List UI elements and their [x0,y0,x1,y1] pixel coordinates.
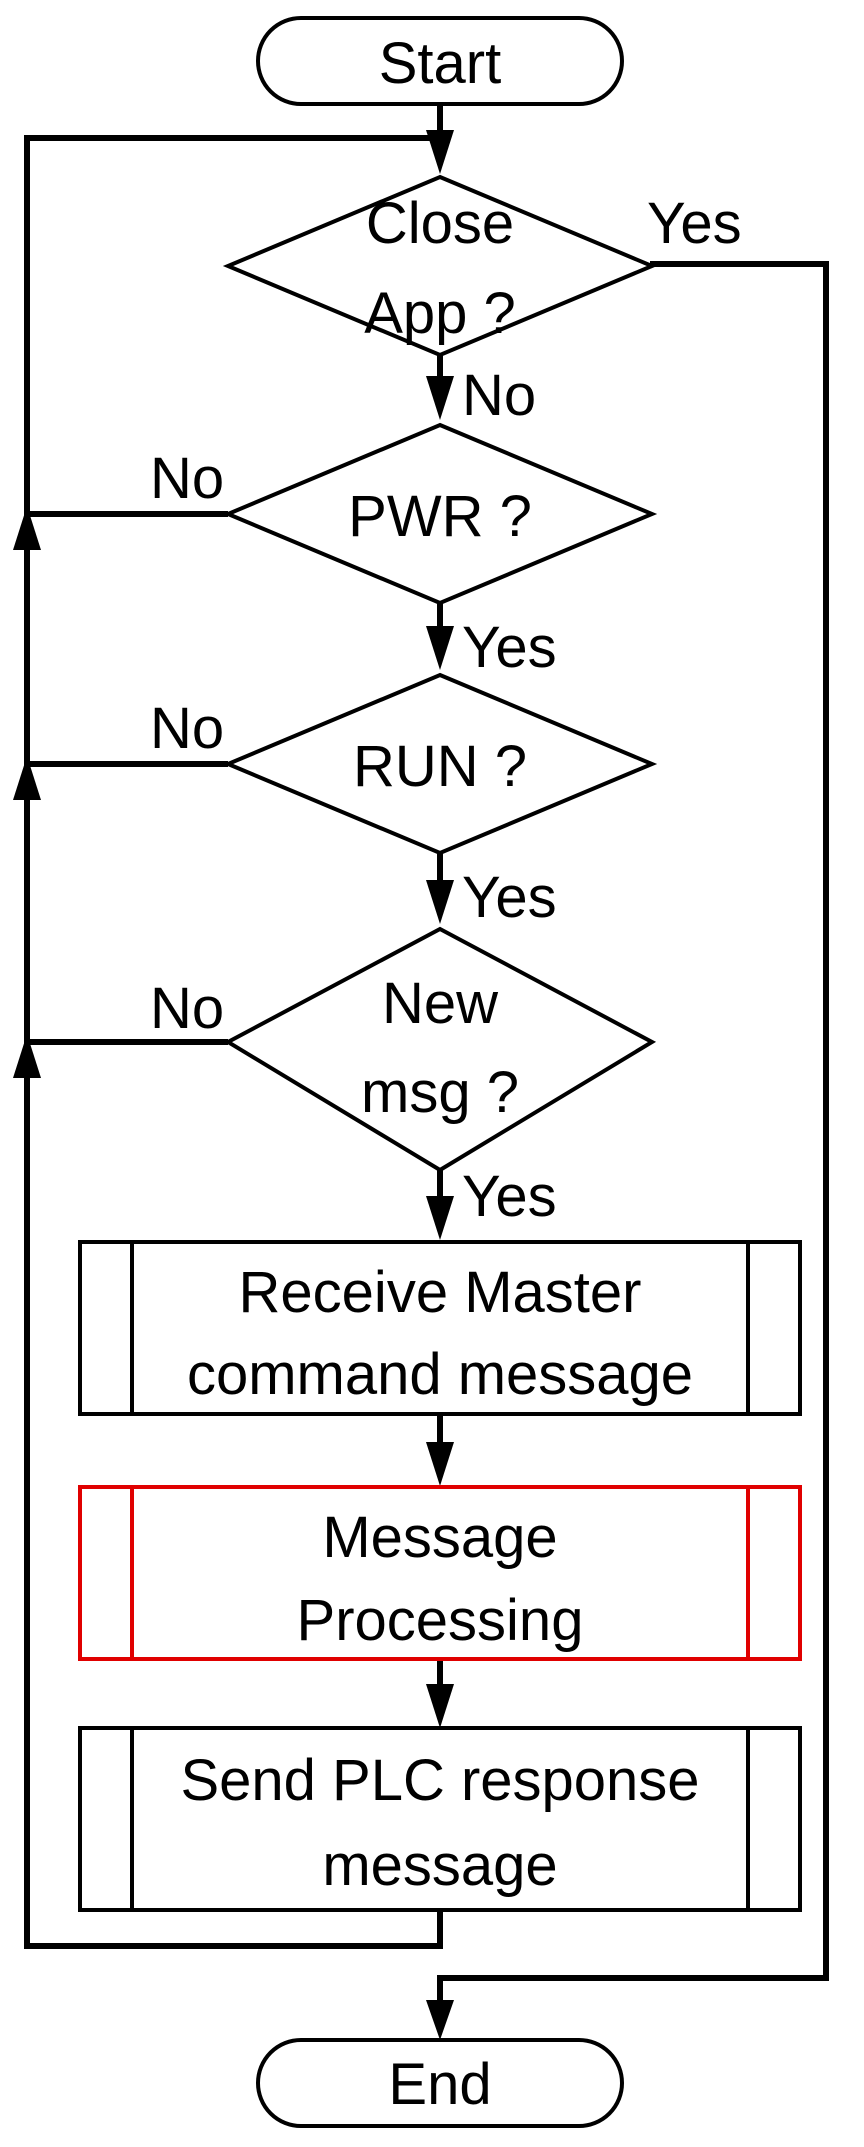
new-msg-decision [223,926,657,1173]
start-terminator [256,16,624,106]
run-yes-label: Yes [462,865,557,930]
processing-label-line2: Processing [297,1588,584,1653]
new-msg-label-line1: New [382,971,499,1036]
close-no-label: No [462,363,536,428]
edge-close-yes-to-end [437,261,829,2020]
close-app-decision [222,174,658,358]
close-app-label-line1: Close [366,191,514,256]
arrowhead-into-close [426,130,454,174]
arrowhead-into-send [426,1684,454,1728]
send-label-line2: message [322,1833,557,1898]
arrowhead-into-end [426,2000,454,2040]
receive-label-line1: Receive Master [239,1260,642,1325]
pwr-no-label: No [150,446,224,511]
arrowhead-into-receive [426,1196,454,1240]
close-yes-label: Yes [647,191,742,256]
arrowhead-into-msg [426,880,454,924]
new-msg-label-line2: msg ? [361,1060,519,1125]
end-terminator [256,2038,624,2128]
pwr-yes-label: Yes [462,615,557,680]
processing-label-line1: Message [322,1505,557,1570]
arrowhead-into-pwr [426,376,454,420]
start-label: Start [379,31,502,96]
arrowhead-loop-up-3 [13,1034,41,1078]
send-process-box [78,1726,802,1912]
edge-loop-back [24,135,443,1949]
processing-box [78,1485,802,1661]
end-label: End [388,2052,491,2117]
close-app-label-line2: App ? [364,281,516,346]
run-no-label: No [150,696,224,761]
arrowhead-into-processing [426,1442,454,1486]
receive-label-line2: command message [187,1342,693,1407]
send-label-line1: Send PLC response [180,1748,699,1813]
arrowhead-loop-up-2 [13,756,41,800]
arrowhead-into-run [426,626,454,670]
pwr-decision [222,422,658,606]
run-label: RUN ? [353,734,527,799]
msg-no-label: No [150,976,224,1041]
receive-process-box [78,1240,802,1416]
msg-yes-label: Yes [462,1164,557,1229]
arrowhead-loop-up-1 [13,506,41,550]
run-decision [222,672,658,856]
pwr-label: PWR ? [348,484,532,549]
